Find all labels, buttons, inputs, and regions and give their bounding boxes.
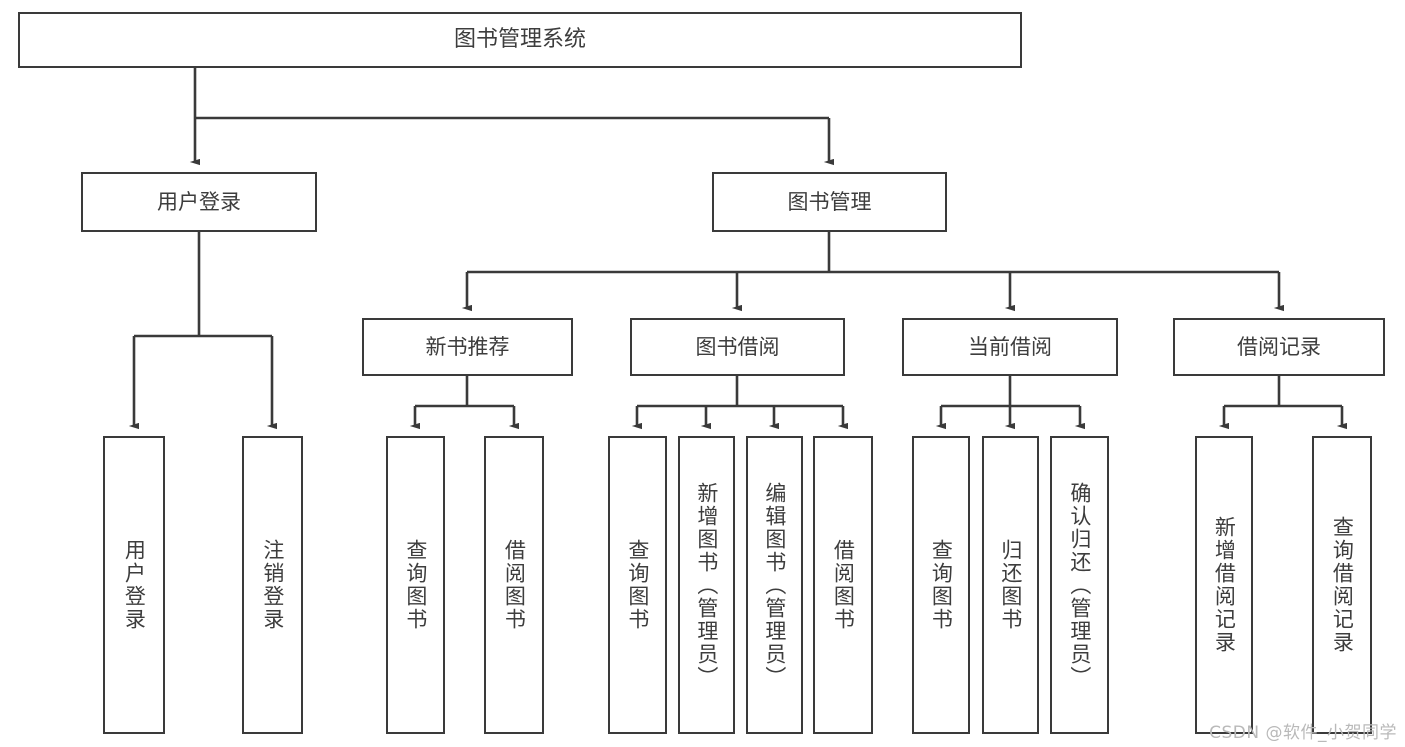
node-label: 注销登录	[260, 539, 285, 631]
node-label: 查询借阅记录	[1330, 516, 1355, 654]
leaf-book-borrow-borrow-book[interactable]: 借阅图书	[813, 436, 873, 734]
leaf-borrow-record-add-record[interactable]: 新增借阅记录	[1195, 436, 1253, 734]
node-label: 编辑图书（管理员）	[762, 481, 787, 689]
node-label: 图书借阅	[695, 334, 780, 359]
leaf-current-borrow-return-book[interactable]: 归还图书	[982, 436, 1039, 734]
leaf-new-book-query-book[interactable]: 查询图书	[386, 436, 445, 734]
node-book-management[interactable]: 图书管理	[712, 172, 947, 232]
node-new-book-recommend[interactable]: 新书推荐	[362, 318, 573, 376]
node-label: 图书管理系统	[453, 27, 586, 53]
node-label: 归还图书	[998, 539, 1023, 631]
node-label: 新增借阅记录	[1212, 516, 1237, 654]
node-label: 借阅记录	[1237, 334, 1321, 359]
node-label: 用户登录	[157, 189, 241, 214]
node-label: 借阅图书	[502, 539, 527, 631]
node-label: 查询图书	[929, 539, 954, 631]
leaf-book-borrow-add-book-admin[interactable]: 新增图书（管理员）	[678, 436, 735, 734]
node-label: 图书管理	[787, 189, 872, 214]
node-label: 用户登录	[122, 539, 147, 631]
node-label: 确认归还（管理员）	[1067, 481, 1092, 689]
leaf-user-login-logout[interactable]: 注销登录	[242, 436, 303, 734]
node-label: 查询图书	[403, 539, 428, 631]
leaf-new-book-borrow-book[interactable]: 借阅图书	[484, 436, 544, 734]
node-book-borrow[interactable]: 图书借阅	[630, 318, 845, 376]
node-root-book-management-system[interactable]: 图书管理系统	[18, 12, 1022, 68]
csdn-watermark: CSDN @软件_小贺同学	[1209, 723, 1397, 743]
leaf-book-borrow-edit-book-admin[interactable]: 编辑图书（管理员）	[746, 436, 803, 734]
node-user-login[interactable]: 用户登录	[81, 172, 317, 232]
node-current-borrow[interactable]: 当前借阅	[902, 318, 1118, 376]
node-label: 新增图书（管理员）	[694, 481, 719, 689]
node-label: 当前借阅	[968, 334, 1052, 359]
leaf-book-borrow-query-book[interactable]: 查询图书	[608, 436, 667, 734]
leaf-current-borrow-confirm-return-admin[interactable]: 确认归还（管理员）	[1050, 436, 1109, 734]
leaf-current-borrow-query-book[interactable]: 查询图书	[912, 436, 970, 734]
node-label: 借阅图书	[831, 539, 856, 631]
node-borrow-record[interactable]: 借阅记录	[1173, 318, 1385, 376]
leaf-borrow-record-query-record[interactable]: 查询借阅记录	[1312, 436, 1372, 734]
node-label: 查询图书	[625, 539, 650, 631]
node-label: 新书推荐	[425, 334, 510, 359]
leaf-user-login-login[interactable]: 用户登录	[103, 436, 165, 734]
